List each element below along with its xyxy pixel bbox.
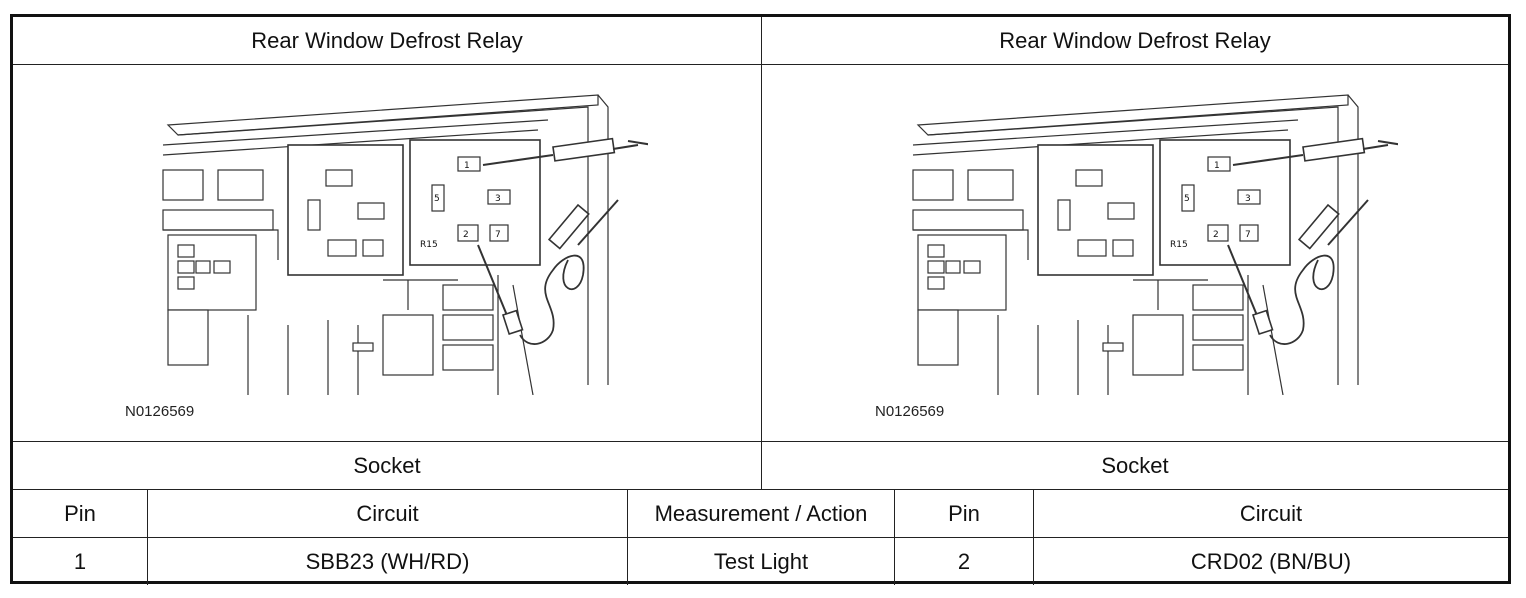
left-socket-label: Socket — [353, 452, 421, 478]
cell-pin: 2 — [957, 548, 971, 574]
row-divider — [13, 537, 1508, 538]
relay-illustration: 1 5 3 2 7 R15 — [912, 94, 1398, 395]
column-divider — [627, 489, 628, 585]
row-divider — [13, 441, 1508, 442]
right-relay-diagram: 1 5 3 2 7 R15 — [908, 85, 1398, 395]
header-circuit: Circuit — [1239, 500, 1303, 526]
cell-measurement: Test Light — [713, 548, 809, 574]
right-socket-label: Socket — [1101, 452, 1169, 478]
left-panel-title: Rear Window Defrost Relay — [251, 27, 523, 53]
cell-circuit: CRD02 (BN/BU) — [1190, 548, 1352, 574]
column-divider — [894, 489, 895, 585]
column-divider — [1033, 489, 1034, 585]
pin-label: 7 — [495, 230, 501, 240]
header-pin: Pin — [948, 500, 980, 526]
pin-label: 3 — [495, 194, 501, 204]
pin-label: 5 — [1184, 194, 1190, 204]
header-circuit: Circuit — [356, 500, 419, 526]
pin-label: 2 — [463, 230, 469, 240]
right-figure-id: N0126569 — [875, 403, 945, 420]
header-measurement: Measurement / Action — [654, 500, 868, 526]
relay-ref-label: R15 — [420, 240, 438, 250]
cell-circuit: SBB23 (WH/RD) — [305, 548, 470, 574]
header-pin: Pin — [64, 500, 96, 526]
pin-label: 5 — [434, 194, 440, 204]
test-table: Rear Window Defrost Relay Rear Window De… — [10, 14, 1511, 585]
panel-divider — [761, 17, 762, 489]
pin-label: 2 — [1213, 230, 1219, 240]
pin-label: 1 — [1214, 161, 1220, 171]
pin-label: 3 — [1245, 194, 1251, 204]
pin-label: 1 — [464, 161, 470, 171]
pin-label: 7 — [1245, 230, 1251, 240]
cell-pin: 1 — [73, 548, 87, 574]
row-divider — [13, 489, 1508, 490]
left-figure-id: N0126569 — [125, 403, 195, 420]
row-divider — [13, 64, 1508, 65]
relay-illustration: 1 5 3 2 7 R15 — [162, 94, 648, 395]
right-panel-title: Rear Window Defrost Relay — [999, 27, 1271, 53]
relay-ref-label: R15 — [1170, 240, 1188, 250]
left-relay-diagram: 1 5 3 2 7 R15 — [158, 85, 648, 395]
column-divider — [147, 489, 148, 585]
